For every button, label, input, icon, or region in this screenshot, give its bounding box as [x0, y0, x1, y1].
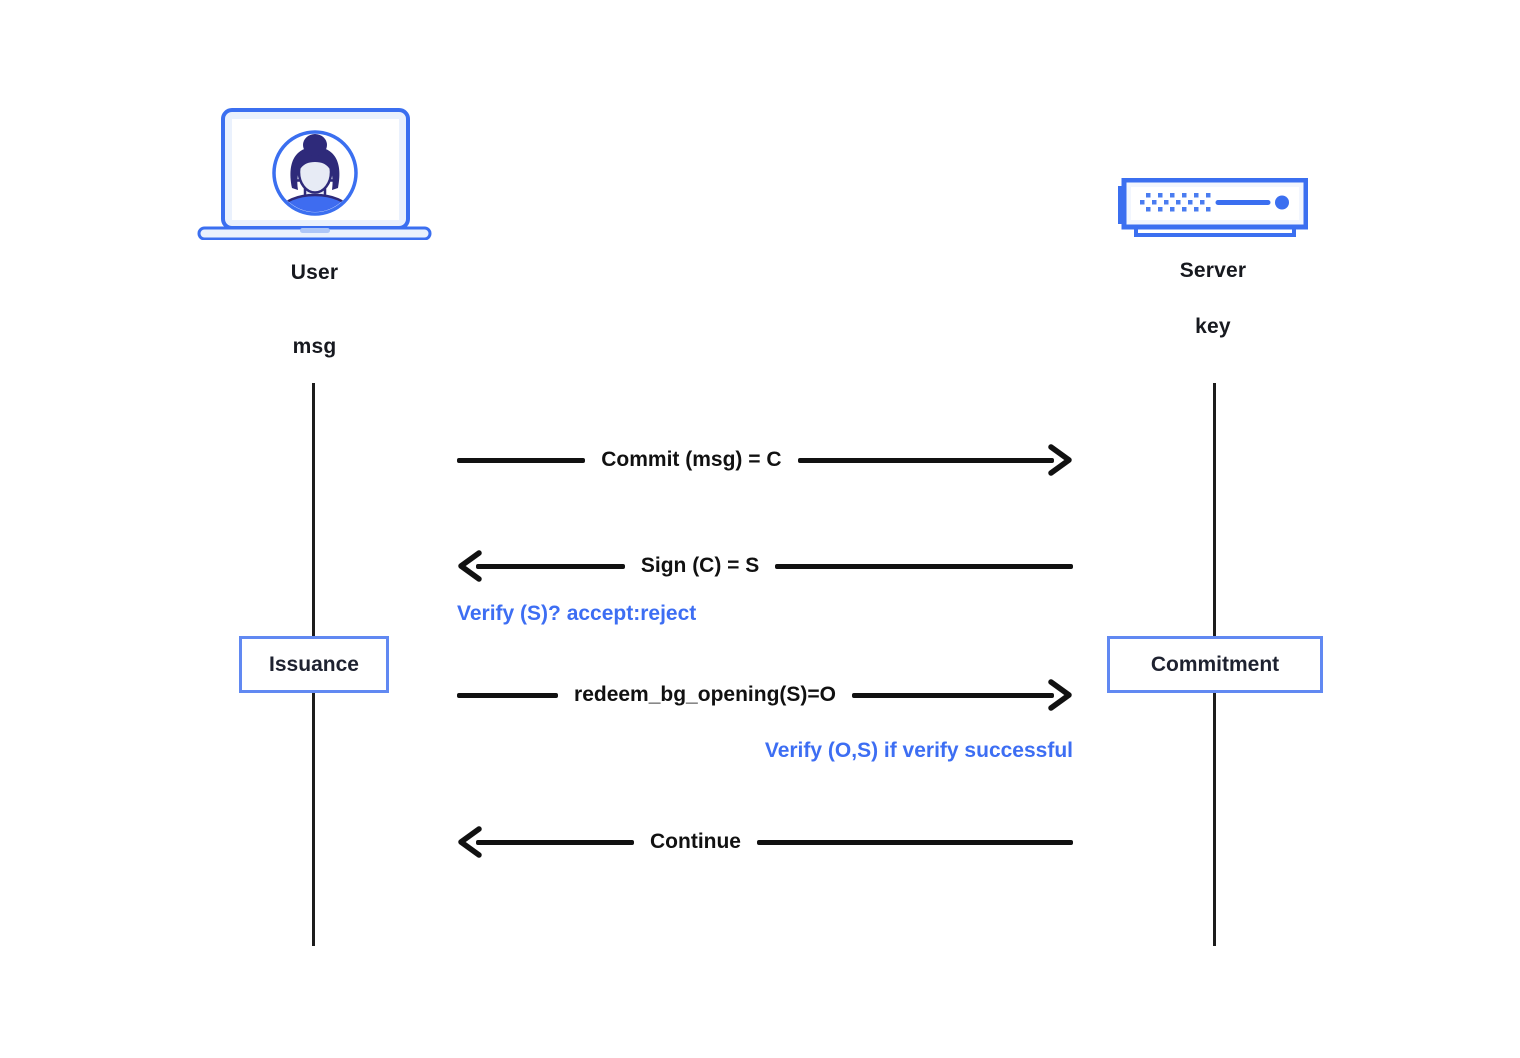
phase-label: Issuance — [269, 652, 359, 676]
message-label: Commit (msg) = C — [601, 448, 782, 471]
message-label: Continue — [650, 830, 741, 853]
actor-user-name: User — [290, 261, 339, 284]
actor-user-param: msg — [292, 335, 337, 358]
message-continue: Continue — [457, 824, 1073, 860]
arrow-line — [851, 692, 1054, 698]
arrow-line — [797, 457, 1054, 463]
arrowhead-right-icon — [1048, 679, 1072, 711]
arrowhead-left-icon — [458, 826, 482, 858]
arrow-line — [476, 563, 625, 569]
user-laptop-icon — [197, 108, 432, 240]
arrow-line — [457, 457, 586, 463]
phase-label: Commitment — [1150, 652, 1280, 676]
arrow-line — [775, 563, 1073, 569]
message-commit: Commit (msg) = C — [457, 442, 1073, 478]
server-dots-pattern — [1140, 193, 1211, 212]
message-redeem: redeem_bg_opening(S)=O — [457, 677, 1073, 713]
actor-server-name: Server — [1179, 259, 1247, 282]
phase-commitment: Commitment — [1107, 636, 1323, 693]
phase-issuance: Issuance — [239, 636, 389, 693]
actor-server-param: key — [1195, 315, 1231, 338]
note-verify-opening: Verify (O,S) if verify successful — [764, 739, 1073, 762]
arrow-line — [476, 839, 634, 845]
server-icon — [1118, 178, 1308, 237]
arrowhead-left-icon — [458, 550, 482, 582]
message-label: redeem_bg_opening(S)=O — [574, 683, 836, 706]
arrowhead-right-icon — [1048, 444, 1072, 476]
message-sign: Sign (C) = S — [457, 548, 1073, 584]
arrow-line — [756, 839, 1073, 845]
message-label: Sign (C) = S — [640, 554, 760, 577]
arrow-line — [457, 692, 559, 698]
note-verify-signature: Verify (S)? accept:reject — [457, 602, 697, 625]
